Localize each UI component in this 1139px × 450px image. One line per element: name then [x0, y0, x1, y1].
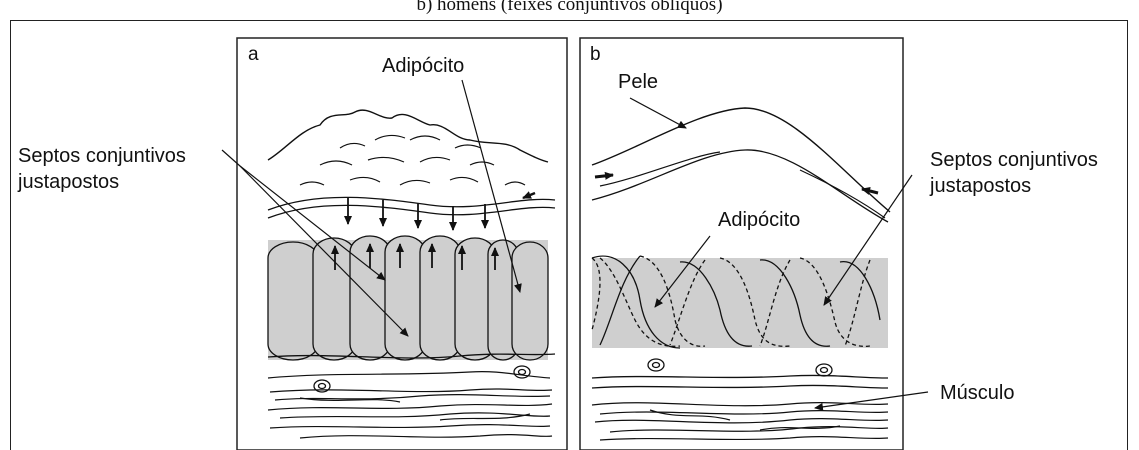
panel-b-skin-line: [592, 108, 890, 212]
panel-b-border: [580, 38, 903, 450]
right-septos-label-line1: Septos conjuntivos: [930, 149, 1098, 171]
left-septos-label-line1: Septos conjuntivos: [18, 145, 186, 167]
panel-b-vessels: [648, 359, 832, 376]
panel-a-letter: a: [248, 44, 259, 65]
panel-b: b Pele: [580, 38, 928, 450]
panel-a-skin-line: [268, 110, 548, 162]
panel-a-adipocytes: [268, 236, 548, 360]
panel-a-vessels: [314, 366, 530, 392]
left-septos-label-line2: justapostos: [17, 171, 119, 193]
panel-b-letter: b: [590, 44, 601, 65]
panel-b-pele-label: Pele: [618, 71, 658, 93]
panel-b-muscle-fibers: [592, 403, 888, 440]
panel-a: a: [222, 38, 567, 450]
panel-b-adipocito-label: Adipócito: [718, 209, 800, 231]
panel-a-adipocito-label: Adipócito: [382, 55, 464, 77]
musculo-label: Músculo: [940, 382, 1014, 404]
panel-b-musculo-arrow: [815, 392, 928, 408]
panel-b-pele-arrow: [630, 98, 686, 128]
panel-a-muscle-fibers: [268, 372, 552, 438]
right-septos-label-line2: justapostos: [929, 175, 1031, 197]
